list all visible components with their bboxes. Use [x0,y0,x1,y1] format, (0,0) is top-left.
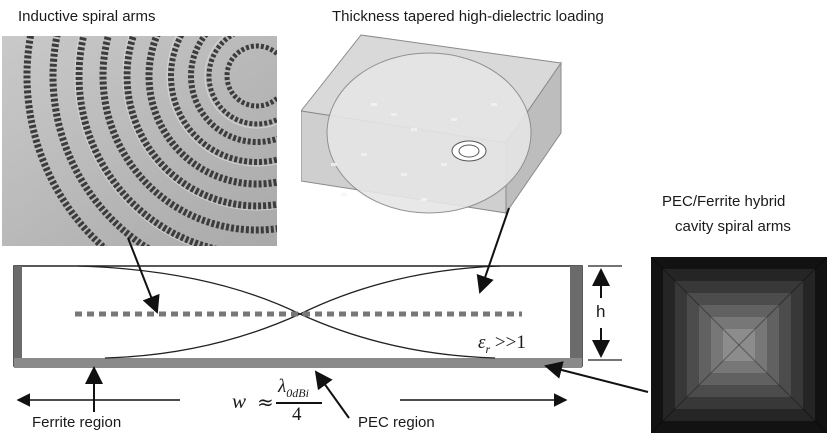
lambda-symbol: λ [278,376,287,397]
width-denominator: 4 [292,404,302,425]
pec-base [14,358,582,368]
ferrite-region-label: Ferrite region [32,414,122,431]
callout-spiral-arrow [127,237,160,314]
callout-dielectric-arrow [476,207,510,294]
hybrid-cavity-square [651,257,827,433]
spiral-arms-photo [2,36,277,246]
ferrite-left-wall [14,266,22,366]
epsilon-symbol: ε [478,332,486,353]
callout-hybrid-arrow [544,361,649,393]
taper-bottom-curve [104,313,496,359]
epsilon-sub: r [485,341,491,356]
width-lambda: λ0dBi [278,376,309,401]
fraction-bar [276,402,322,404]
width-w: w [232,389,247,413]
inductive-spiral-arms-label: Inductive spiral arms [18,8,156,25]
ferrite-right-wall [570,266,582,366]
hybrid-cavity-label-line2: cavity spiral arms [675,218,791,235]
epsilon-label: εr >>1 [478,332,526,357]
width-approx: ≈ [257,390,274,414]
height-label: h [596,302,606,321]
hybrid-cavity-label-line1: PEC/Ferrite hybrid [662,193,786,210]
tapered-loading-label: Thickness tapered high-dielectric loadin… [332,8,604,25]
pec-region-label: PEC region [358,414,435,431]
epsilon-relation: >>1 [494,332,526,353]
callout-pec-arrow [314,370,350,419]
lambda-sub: 0dBi [286,385,309,400]
dielectric-block-render [301,34,562,215]
